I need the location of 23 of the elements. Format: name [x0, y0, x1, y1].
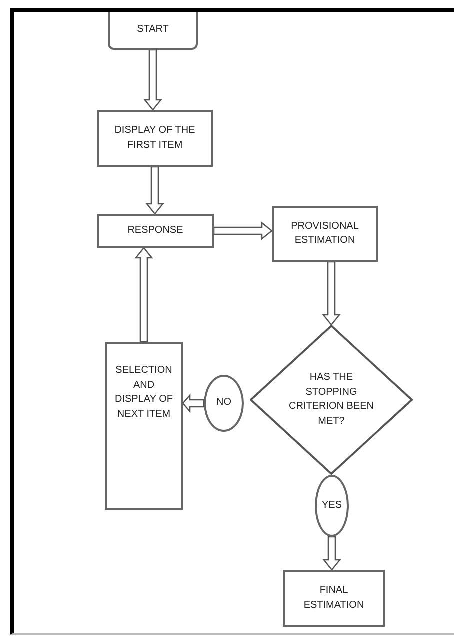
- process-box: [283, 570, 385, 627]
- block-arrow: [144, 49, 162, 112]
- process-box: [97, 214, 214, 248]
- decision-diamond: [250, 325, 413, 475]
- block-arrow: [182, 394, 205, 414]
- node-text: PROVISIONAL ESTIMATION: [290, 220, 360, 248]
- block-arrow: [322, 536, 342, 572]
- node-text: FINAL ESTIMATION: [302, 584, 366, 612]
- block-arrow: [213, 222, 274, 240]
- node-text: NO: [216, 396, 232, 410]
- node-text: SELECTION AND DISPLAY OF NEXT ITEM: [114, 364, 174, 422]
- process-box: [105, 342, 183, 510]
- node-text: START: [137, 22, 169, 37]
- process-box: [97, 110, 213, 167]
- node-text: HAS THE STOPPING CRITERION BEEN MET?: [288, 371, 375, 428]
- block-arrow: [134, 246, 154, 343]
- block-arrow: [146, 166, 164, 216]
- block-arrow: [322, 261, 341, 326]
- node-text: RESPONSE: [128, 224, 184, 238]
- process-box: [272, 206, 378, 262]
- start-terminal: [108, 12, 198, 50]
- node-text: YES: [322, 498, 342, 513]
- node-text: DISPLAY OF THE FIRST ITEM: [114, 124, 196, 152]
